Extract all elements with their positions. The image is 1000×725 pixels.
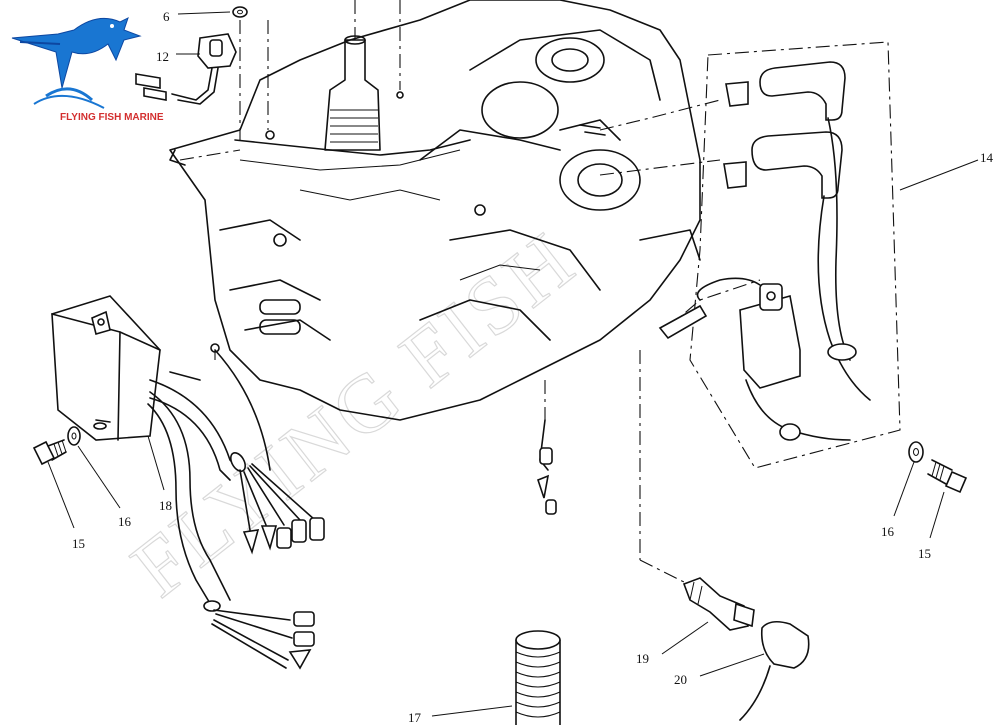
- washer-part-16-left: [67, 426, 121, 509]
- wire-terminal-center: [537, 419, 557, 515]
- watermark-text: FLYING FISH: [115, 213, 592, 614]
- callout-16-right: 16: [881, 524, 895, 539]
- ignition-coil-group-box: [689, 41, 901, 469]
- sensor-part-19: [661, 577, 755, 655]
- callout-19: 19: [636, 651, 649, 666]
- brand-logo: FLYING FISH MARINE: [11, 17, 164, 123]
- pulser-coil-part-12: [135, 33, 237, 105]
- callout-6: 6: [163, 9, 170, 24]
- callout-14: 14: [980, 150, 994, 165]
- callout-15-right: 15: [918, 546, 931, 561]
- callout-20: 20: [674, 672, 687, 687]
- washer-part-16-right: [893, 441, 924, 517]
- bolt-part-15-left: [32, 439, 75, 529]
- ignition-coil-part-14: [658, 61, 979, 441]
- washer-part-6: [177, 6, 248, 18]
- spring-part-17: [431, 630, 561, 725]
- callout-16-left: 16: [118, 514, 132, 529]
- cdi-unit-part-18: [51, 295, 325, 670]
- callout-12: 12: [156, 49, 169, 64]
- bolt-part-15-right: [927, 459, 968, 539]
- brand-name-text: FLYING FISH MARINE: [60, 112, 164, 123]
- callout-18: 18: [159, 498, 172, 513]
- engine-block: [169, 0, 701, 421]
- dashed-leaders: [179, 0, 761, 591]
- callout-17: 17: [408, 710, 422, 725]
- cap-part-20: [699, 620, 810, 721]
- callout-15-left: 15: [72, 536, 85, 551]
- fish-logo-icon: [11, 17, 142, 109]
